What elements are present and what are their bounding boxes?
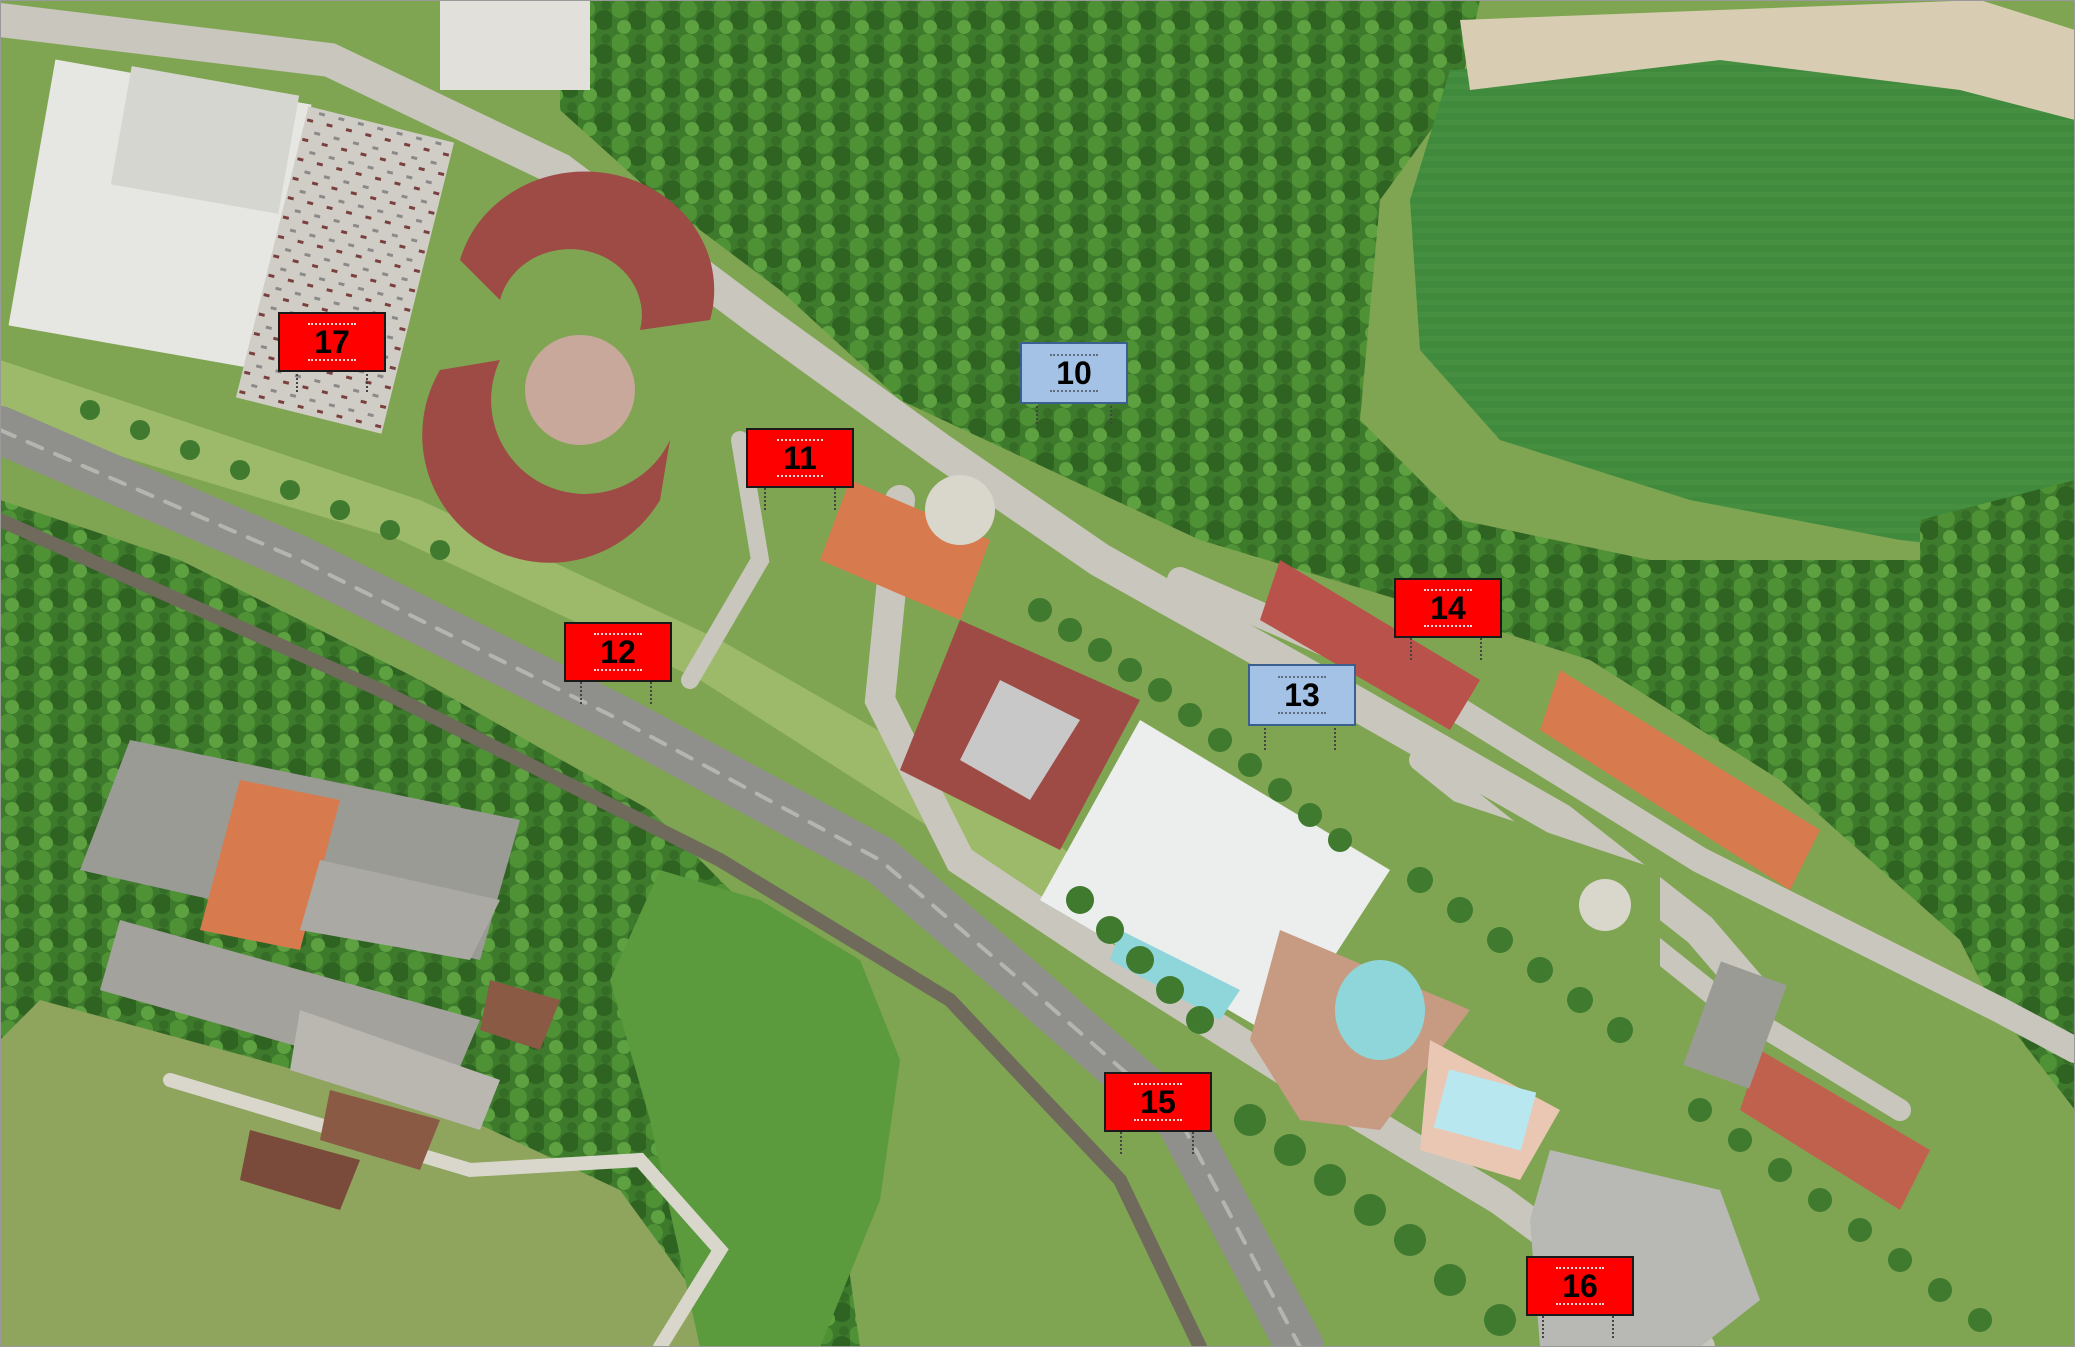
marker-15[interactable]: 15 [1104,1072,1212,1132]
marker-15-label: 15 [1134,1083,1182,1121]
marker-12-pin [580,682,582,704]
marker-16-label: 16 [1556,1267,1604,1305]
marker-15-pin-right [1192,1132,1194,1154]
marker-10-label: 10 [1050,354,1098,392]
marker-16[interactable]: 16 [1526,1256,1634,1316]
marker-16-pin [1542,1316,1544,1338]
marker-14-pin-right [1480,638,1482,660]
marker-13-pin-right [1334,728,1336,750]
marker-14-pin [1410,638,1412,660]
marker-17-pin [296,370,298,392]
marker-17-label: 17 [308,323,356,361]
marker-13-label: 13 [1278,676,1326,714]
tree-rows-layer [80,400,1992,1336]
marker-14[interactable]: 14 [1394,578,1502,638]
marker-11-pin-right [834,488,836,510]
marker-11[interactable]: 11 [746,428,854,488]
marker-13-pin [1264,728,1266,750]
marker-13[interactable]: 13 [1248,664,1356,726]
marker-12-label: 12 [594,633,642,671]
marker-15-pin [1120,1132,1122,1154]
marker-12-pin-right [650,682,652,704]
marker-10[interactable]: 10 [1020,342,1128,404]
marker-17-pin-right [366,370,368,392]
marker-11-label: 11 [777,439,823,477]
marker-11-pin [764,488,766,510]
marker-16-pin-right [1612,1316,1614,1338]
marker-12[interactable]: 12 [564,622,672,682]
marker-10-pin [1036,402,1038,424]
buildings-layer [8,0,1930,1347]
marker-10-pin-right [1110,402,1112,424]
marker-17[interactable]: 17 [278,312,386,372]
marker-14-label: 14 [1424,589,1472,627]
